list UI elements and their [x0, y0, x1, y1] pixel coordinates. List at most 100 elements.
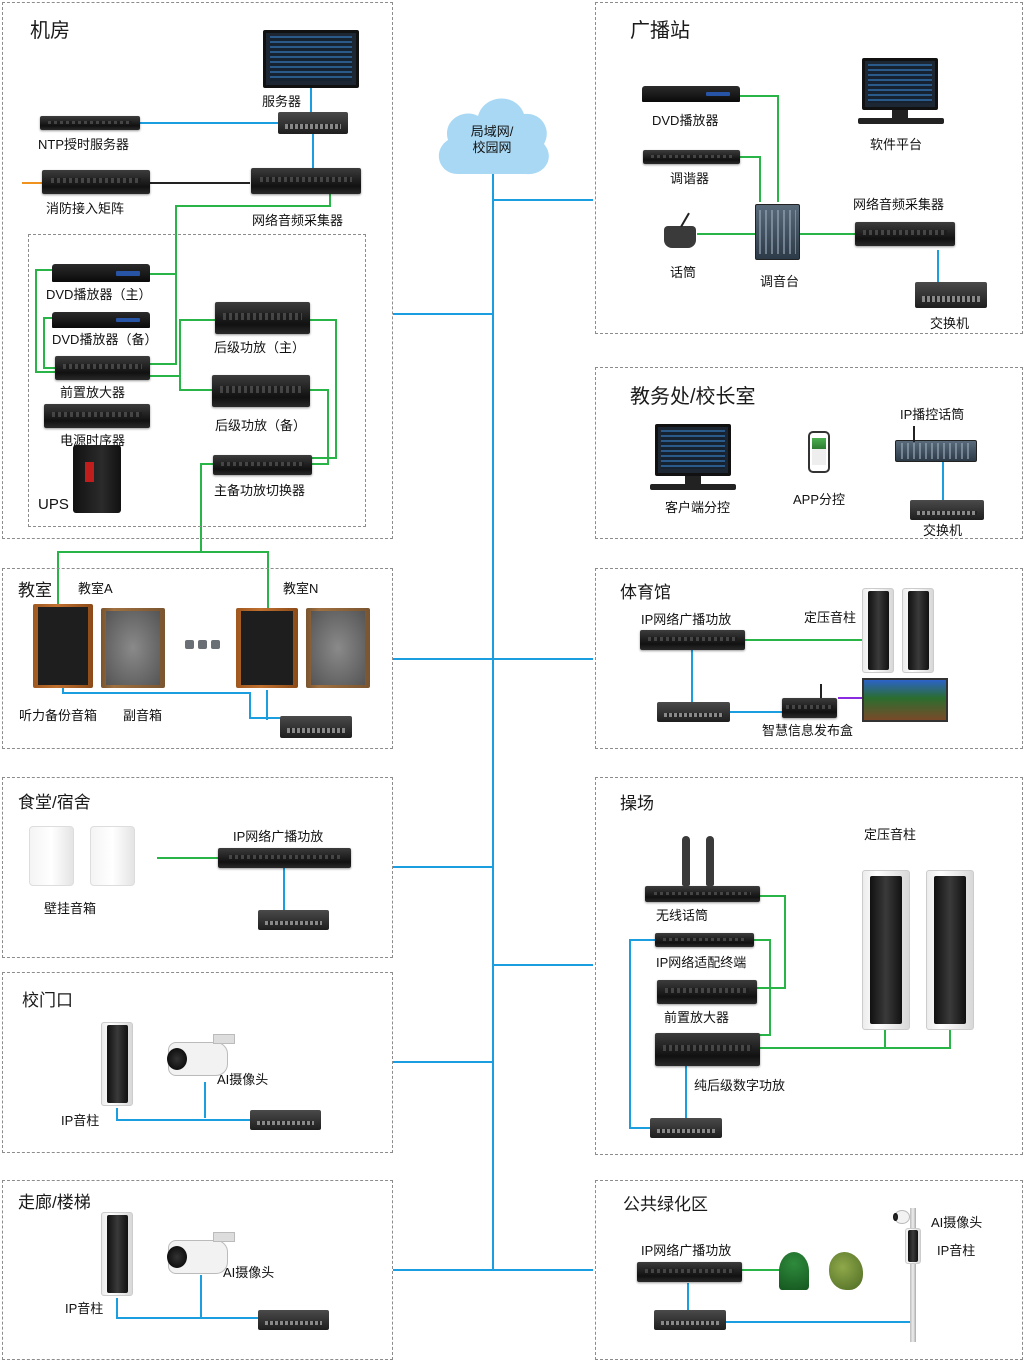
bs-collector-device[interactable]: [855, 222, 955, 246]
ntp-server-device[interactable]: [40, 116, 140, 130]
green-amp-label: IP网络广播功放: [641, 1243, 732, 1258]
wireless-mic-receiver[interactable]: [645, 886, 760, 902]
room-n-backup-speaker[interactable]: [236, 608, 298, 688]
room-a-label: 教室A: [78, 581, 113, 596]
green-pole: [910, 1208, 916, 1342]
zone-jiaowu-title: 教务处/校长室: [630, 386, 756, 408]
audio-collector-device[interactable]: [251, 168, 361, 194]
ip-mic-label: IP播控话筒: [900, 407, 965, 422]
tuner-device[interactable]: [643, 150, 740, 164]
bs-dvd-device[interactable]: [642, 86, 740, 102]
zone-xiaomen-title: 校门口: [22, 991, 73, 1010]
zone-shitang-title: 食堂/宿舍: [18, 793, 91, 812]
ip-adapter-device[interactable]: [655, 933, 754, 947]
room-a-sub-speaker[interactable]: [101, 608, 165, 688]
jw-switch-device[interactable]: [910, 500, 984, 520]
jw-switch-label: 交换机: [923, 523, 963, 538]
zone-jiaoshi: [2, 568, 393, 749]
zone-jifang: [2, 2, 393, 539]
gym-switch[interactable]: [657, 702, 730, 722]
gate-camera[interactable]: [167, 1042, 228, 1076]
preamp-device[interactable]: [55, 356, 150, 380]
amp-switcher-label: 主备功放切换器: [214, 483, 306, 498]
zone-jifang-title: 机房: [30, 20, 70, 42]
preamp-label: 前置放大器: [60, 385, 126, 400]
green-switch[interactable]: [654, 1310, 726, 1330]
green-camera[interactable]: [893, 1210, 910, 1224]
canteen-switch[interactable]: [258, 910, 329, 930]
pg-switch[interactable]: [650, 1118, 722, 1138]
wall-speaker-1[interactable]: [29, 826, 74, 886]
bs-switch-label: 交换机: [930, 316, 970, 331]
mixer-device[interactable]: [755, 204, 800, 260]
gate-column-label: IP音柱: [61, 1113, 100, 1128]
ip-adapter-label: IP网络适配终端: [656, 955, 747, 970]
corridor-column-speaker[interactable]: [101, 1212, 133, 1296]
bs-dvd-label: DVD播放器: [652, 113, 719, 128]
classroom-switch[interactable]: [280, 716, 352, 738]
wireless-mic-2[interactable]: [706, 836, 714, 886]
corridor-camera[interactable]: [167, 1240, 228, 1274]
dvd-backup-label: DVD播放器（备）: [52, 332, 158, 347]
room-a-backup-speaker[interactable]: [33, 604, 93, 688]
fire-matrix-label: 消防接入矩阵: [46, 201, 125, 216]
ups-device[interactable]: [73, 445, 121, 513]
pg-column-speaker-2[interactable]: [926, 870, 974, 1030]
wall-speaker-2[interactable]: [90, 826, 135, 886]
room-n-sub-speaker[interactable]: [306, 608, 370, 688]
zone-jiaoshi-title: 教室: [18, 581, 52, 600]
dvd-backup-device[interactable]: [52, 312, 150, 328]
room-n-label: 教室N: [283, 581, 319, 596]
server-switch[interactable]: [278, 112, 348, 134]
amp-main-device[interactable]: [215, 302, 310, 334]
fire-matrix-device[interactable]: [42, 170, 150, 194]
software-platform-monitor[interactable]: [862, 58, 938, 110]
gate-camera-label: AI摄像头: [217, 1072, 269, 1087]
corridor-column-label: IP音柱: [65, 1301, 104, 1316]
pg-preamp-device[interactable]: [657, 980, 757, 1004]
amp-switcher-device[interactable]: [213, 455, 312, 475]
server-device[interactable]: [263, 30, 359, 88]
gym-column-label: 定压音柱: [804, 610, 857, 625]
gym-column-speaker-1[interactable]: [862, 588, 894, 673]
gym-amp-device[interactable]: [640, 630, 745, 650]
lawn-speaker-mushroom[interactable]: [779, 1252, 809, 1290]
ntp-server-label: NTP授时服务器: [38, 137, 130, 152]
ellipsis-icon: [185, 640, 220, 649]
dvd-main-device[interactable]: [52, 264, 150, 282]
desk-mic-device[interactable]: [664, 226, 696, 248]
client-monitor[interactable]: [655, 424, 731, 476]
gym-amp-label: IP网络广播功放: [641, 612, 732, 627]
power-sequencer-label: 电源时序器: [60, 433, 126, 448]
amp-backup-device[interactable]: [212, 375, 310, 407]
power-sequencer-device[interactable]: [44, 404, 150, 428]
software-platform-keyboard: [858, 118, 944, 124]
wireless-mic-1[interactable]: [682, 836, 690, 886]
zone-tiyu-title: 体育馆: [620, 583, 671, 602]
bs-switch-device[interactable]: [915, 282, 987, 308]
gate-switch[interactable]: [250, 1110, 321, 1130]
zone-caochang-title: 操场: [620, 794, 654, 813]
pg-amp-device[interactable]: [655, 1033, 760, 1066]
info-box-label: 智慧信息发布盒: [762, 723, 854, 738]
wireless-mic-label: 无线话筒: [656, 908, 709, 923]
lawn-speaker-rock[interactable]: [829, 1252, 863, 1290]
info-display-screen[interactable]: [862, 678, 948, 722]
cloud-label: 局域网/ 校园网: [470, 124, 514, 155]
green-camera-label: AI摄像头: [931, 1215, 983, 1230]
pg-column-speaker-1[interactable]: [862, 870, 910, 1030]
gate-column-speaker[interactable]: [101, 1022, 133, 1106]
canteen-amp-device[interactable]: [218, 848, 351, 868]
info-box-device[interactable]: [782, 698, 837, 718]
zone-lvhua-title: 公共绿化区: [623, 1195, 708, 1214]
green-column-speaker[interactable]: [905, 1228, 921, 1264]
corridor-camera-label: AI摄像头: [223, 1265, 275, 1280]
green-amp-device[interactable]: [637, 1262, 742, 1282]
client-stand: [685, 476, 701, 484]
corridor-switch[interactable]: [258, 1310, 329, 1330]
backup-speaker-label: 听力备份音箱: [19, 708, 98, 723]
app-phone-device[interactable]: [808, 431, 830, 473]
ip-mic-console[interactable]: [895, 440, 977, 462]
tuner-label: 调谐器: [670, 171, 710, 186]
gym-column-speaker-2[interactable]: [902, 588, 934, 673]
